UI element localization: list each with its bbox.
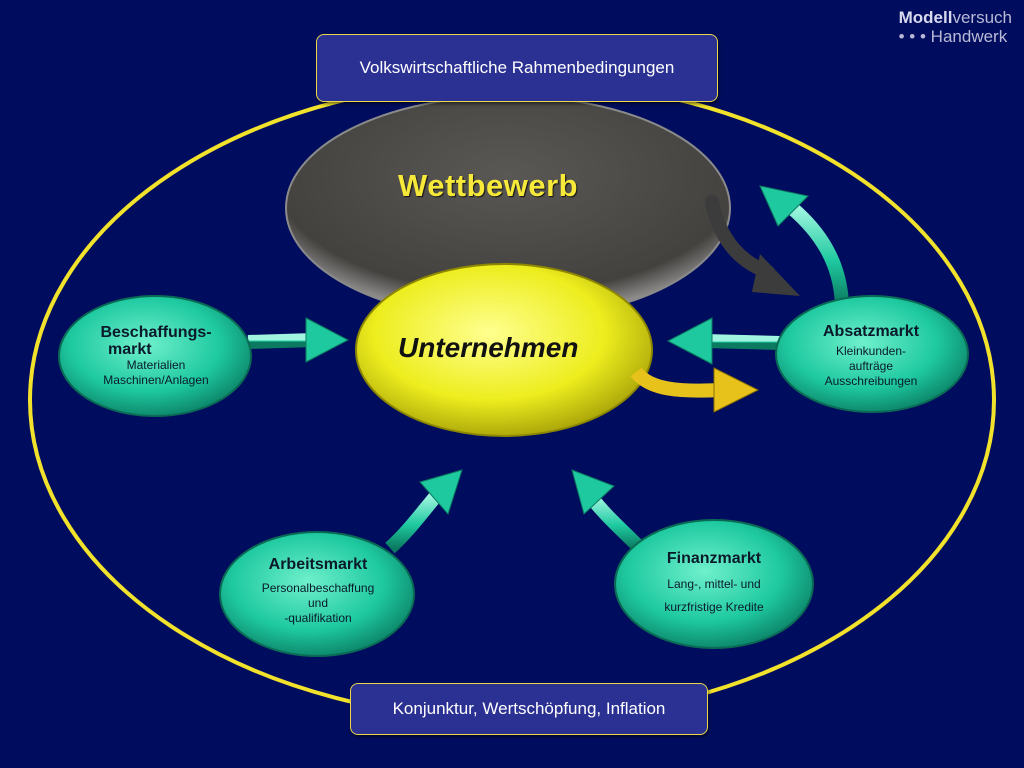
absatz-sub-1: Kleinkunden- (835, 344, 907, 358)
unternehmen-label: Unternehmen (398, 332, 579, 363)
finanz-sub-1: Lang-, mittel- und (667, 576, 761, 591)
absatz-sub-3: Ausschreibungen (824, 374, 918, 388)
arbeit-title: Arbeitsmarkt (268, 556, 368, 573)
bottom-condition-box: Konjunktur, Wertschöpfung, Inflation (350, 683, 708, 735)
arbeit-sub-2: und (307, 596, 329, 610)
finanzmarkt-node: Finanzmarkt Lang-, mittel- und kurzfrist… (622, 536, 806, 628)
brand-part-3: Handwerk (930, 27, 1008, 46)
arrow-absatz-in (666, 317, 713, 365)
absatz-title: Absatzmarkt (822, 323, 920, 340)
arbeit-sub-1: Personalbeschaffung (261, 581, 375, 595)
unternehmen-ellipse (355, 263, 653, 437)
absatz-sub-2: aufträge (848, 359, 894, 373)
arrow-beschaffung (305, 317, 350, 363)
beschaffung-ellipse (58, 295, 252, 417)
arrow-absatz-up (759, 185, 810, 227)
beschaffung-sub-1: Materialien (126, 358, 186, 372)
top-condition-box: Volkswirtschaftliche Rahmenbedingungen (316, 34, 718, 102)
arbeit-sub-3: -qualifikation (284, 611, 352, 625)
bottom-condition-text: Konjunktur, Wertschöpfung, Inflation (392, 699, 666, 718)
arbeitsmarkt-node: Arbeitsmarkt Personalbeschaffung und -qu… (228, 546, 408, 636)
finanz-ellipse (614, 519, 814, 649)
brand-logo: Modellversuch • • • Handwerk (899, 8, 1012, 46)
beschaffung-sub-2: Maschinen/Anlagen (103, 373, 209, 387)
top-condition-text: Volkswirtschaftliche Rahmenbedingungen (359, 58, 675, 77)
arrow-arbeit (419, 469, 463, 515)
arrow-finanz (571, 469, 615, 515)
finanz-title: Finanzmarkt (666, 549, 762, 567)
beschaffungsmarkt-node: Beschaffungs- markt Materialien Maschine… (68, 310, 244, 402)
finanz-sub-2: kurzfristige Kredite (664, 599, 764, 614)
beschaffung-title-2: markt (108, 341, 152, 358)
absatzmarkt-node: Absatzmarkt Kleinkunden- aufträge Aussch… (782, 314, 960, 398)
brand-part-1: Modell (898, 8, 953, 27)
brand-dots: • • • (898, 27, 926, 46)
wettbewerb-label: Wettbewerb (398, 168, 579, 203)
arbeit-ellipse (219, 531, 415, 657)
brand-part-2: versuch (952, 8, 1012, 27)
arrow-yellow (713, 367, 760, 413)
beschaffung-title-1: Beschaffungs- (100, 324, 212, 341)
absatz-ellipse (775, 295, 969, 413)
